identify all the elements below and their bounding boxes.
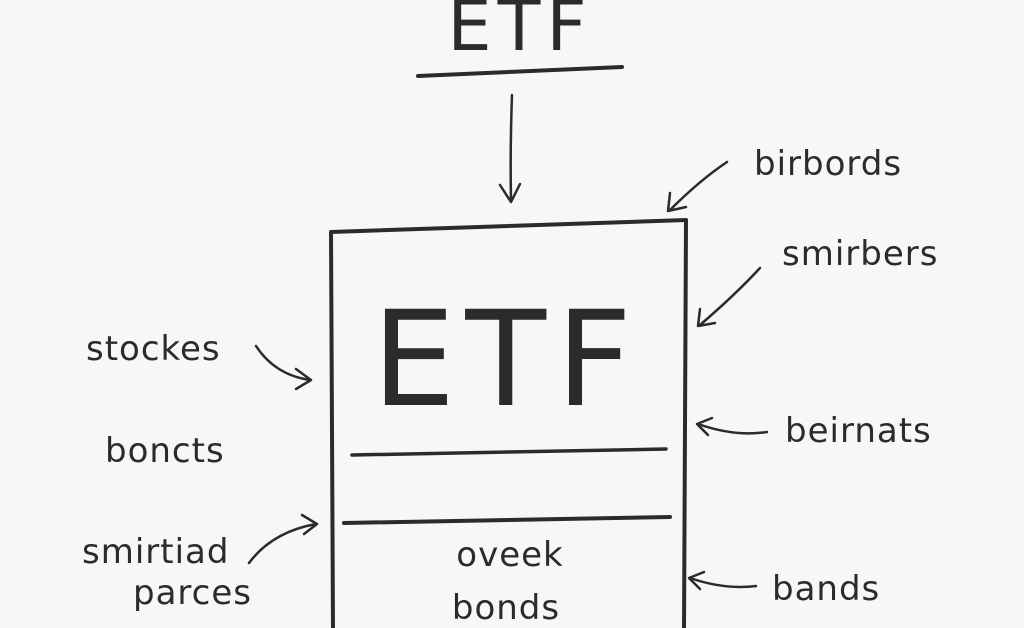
label-stockes: stockes xyxy=(86,329,221,369)
label-birbords: birbords xyxy=(754,144,902,184)
stockes-arrow xyxy=(254,344,312,382)
label-parces: parces xyxy=(133,573,252,613)
birbords-arrow xyxy=(668,160,729,212)
stockes-arrowhead xyxy=(294,367,313,391)
smirtiad-arrow xyxy=(247,522,318,565)
label-beirnats: beirnats xyxy=(785,411,932,451)
birbords-arrowhead xyxy=(666,191,688,213)
bands-arrowhead xyxy=(687,570,706,591)
smirtiad-arrowhead xyxy=(300,513,319,536)
label-smirbers: smirbers xyxy=(782,234,938,274)
title-to-box-arrow xyxy=(509,93,514,202)
label-bands: bands xyxy=(772,569,880,609)
title-to-box-arrowhead xyxy=(498,182,522,204)
box-heading: ETF xyxy=(372,283,642,437)
label-smirtiad: smirtiad xyxy=(82,532,229,572)
label-boncts: boncts xyxy=(105,431,225,471)
box-divider-top xyxy=(350,447,668,457)
beirnats-arrowhead xyxy=(695,416,714,437)
smirbers-arrow xyxy=(698,266,762,327)
beirnats-arrow xyxy=(696,422,769,435)
etf-box xyxy=(329,218,688,628)
bands-arrow xyxy=(688,576,758,589)
box-divider-bottom xyxy=(342,515,672,525)
box-bottom-line2: bonds xyxy=(452,588,560,628)
box-bottom-line1: oveek xyxy=(456,535,563,575)
title-underline xyxy=(416,65,624,78)
diagram-title: ETF xyxy=(447,0,592,67)
smirbers-arrowhead xyxy=(696,307,717,328)
